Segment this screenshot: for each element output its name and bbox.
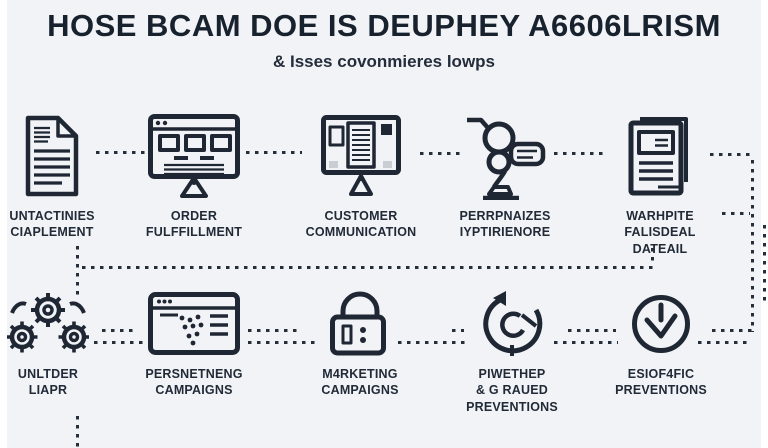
dotted-connector-r1-5 bbox=[710, 153, 754, 156]
dotted-connector-r1-3 bbox=[420, 152, 460, 155]
report-icon bbox=[595, 110, 725, 202]
browser-analytics-icon bbox=[129, 288, 259, 360]
dotted-connector-r2-5a bbox=[712, 329, 752, 332]
right-edge-strip bbox=[761, 0, 768, 448]
refresh-icon bbox=[447, 288, 577, 360]
cart-person-icon bbox=[440, 110, 570, 202]
dotted-connector-r2-1b bbox=[94, 341, 148, 344]
dotted-connector-r2-5b bbox=[698, 341, 752, 344]
dotted-connector-bottom-exit bbox=[76, 416, 79, 448]
dotted-connector-right-stub bbox=[722, 212, 750, 215]
dotted-connector-right-down bbox=[751, 160, 754, 332]
gears-icon bbox=[0, 288, 108, 360]
padlock-icon bbox=[295, 288, 425, 360]
page-title: HOSE BCAM DOE IS DEUPHEY A6606LRISM bbox=[47, 8, 721, 43]
document-icon bbox=[0, 110, 112, 202]
dotted-connector-left-down bbox=[76, 246, 79, 296]
dotted-connector-r1-1 bbox=[96, 151, 146, 154]
dotted-connector-r2-3b bbox=[398, 341, 466, 344]
dotted-connector-right-edge bbox=[763, 225, 766, 305]
dotted-connector-return-line bbox=[82, 266, 654, 269]
dotted-connector-r1-2 bbox=[246, 151, 302, 154]
storefront-monitor-icon bbox=[129, 110, 259, 202]
left-edge-strip bbox=[0, 0, 7, 448]
dotted-connector-r1-4 bbox=[554, 152, 606, 155]
monitor-document-icon bbox=[296, 110, 426, 202]
dotted-connector-r2-3a bbox=[452, 329, 464, 332]
dotted-connector-r2-4b bbox=[554, 341, 618, 344]
dotted-connector-dateail-tick bbox=[651, 248, 654, 266]
page-subtitle: & Isses covonmieres lowps bbox=[272, 52, 496, 71]
dotted-connector-r2-2a bbox=[248, 329, 300, 332]
dotted-connector-r2-1a bbox=[102, 329, 134, 332]
dotted-connector-r2-2b bbox=[248, 341, 316, 344]
check-circle-icon bbox=[596, 288, 726, 360]
dotted-connector-r2-4a bbox=[568, 329, 616, 332]
